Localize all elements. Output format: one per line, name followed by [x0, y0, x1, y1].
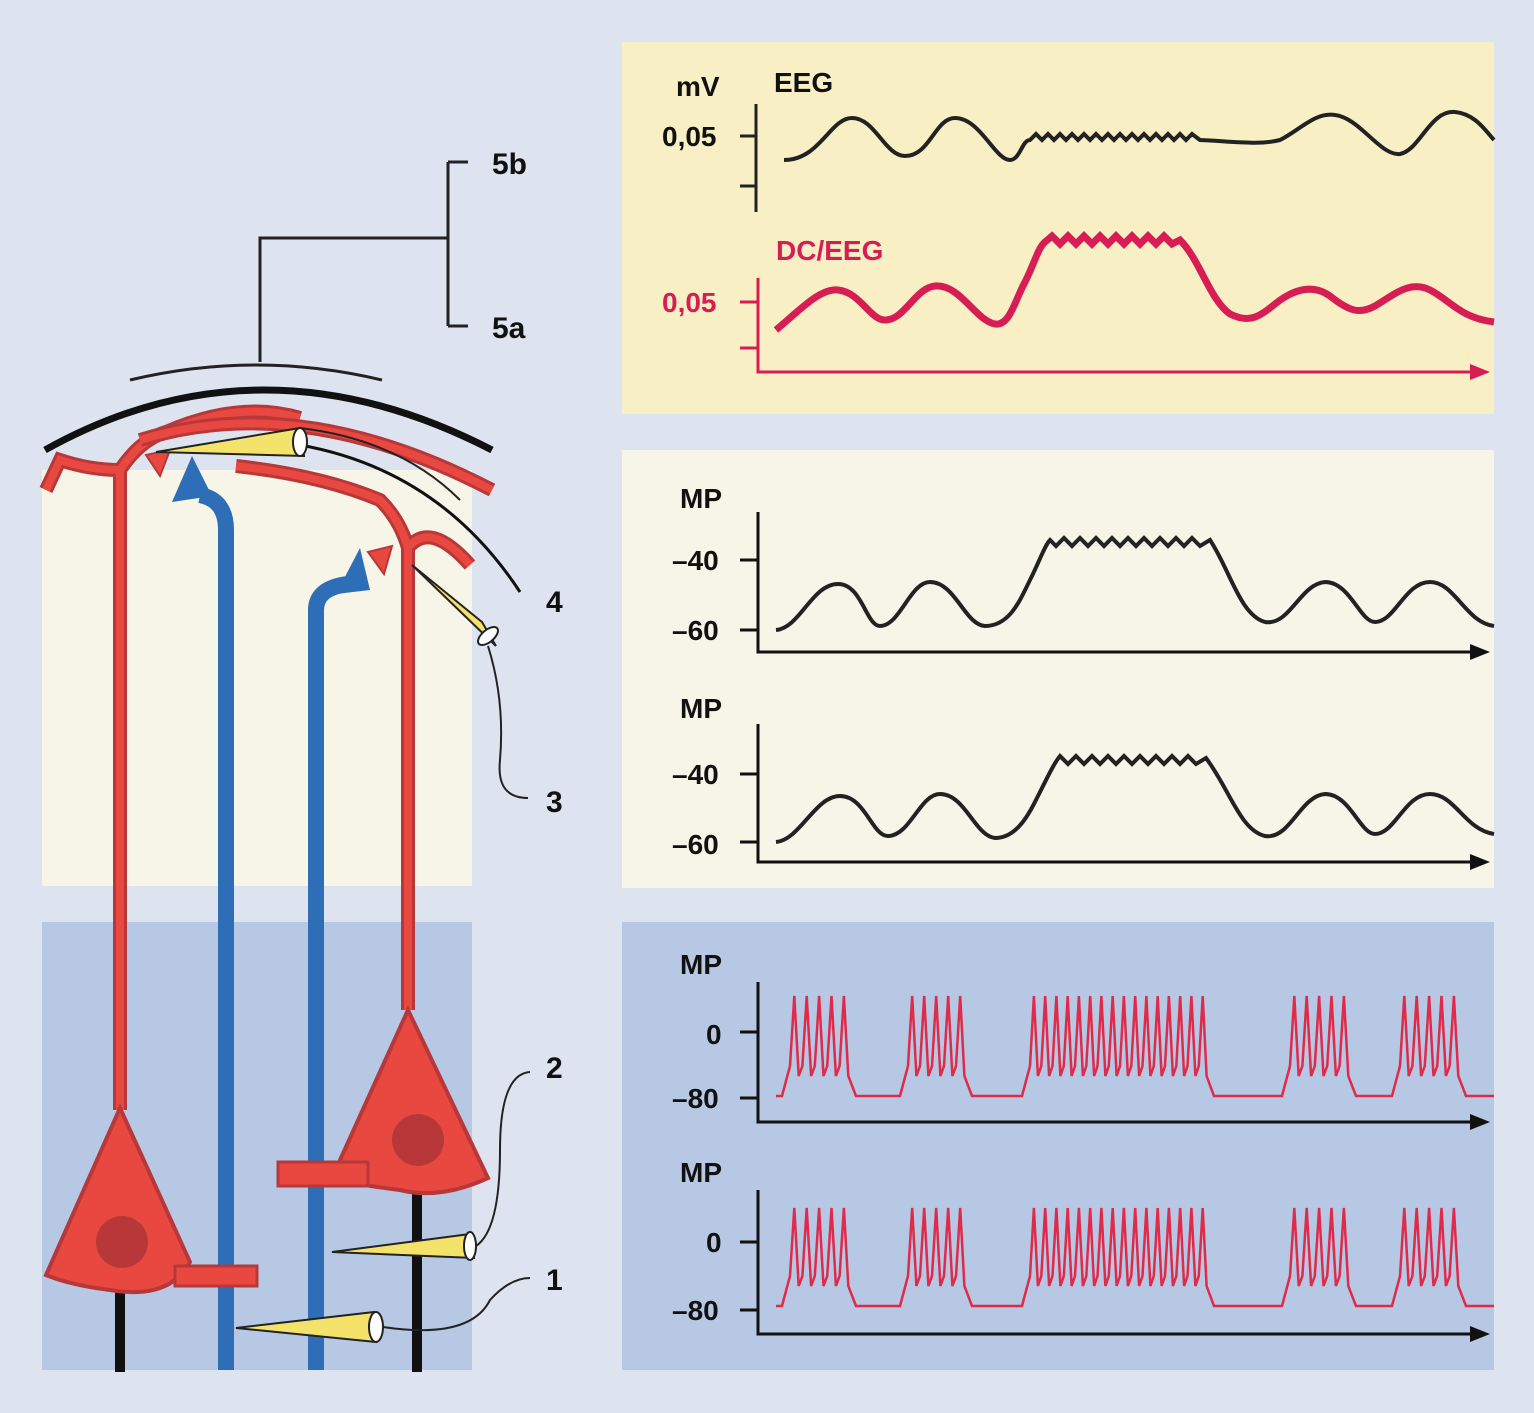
- eeg-axis: [740, 104, 758, 212]
- mp2-trace: [775, 753, 1495, 844]
- label-5a: 5a: [492, 312, 526, 345]
- mp2-tick-lower: –60: [672, 829, 719, 860]
- mp1-axis-arrow: [1470, 644, 1490, 660]
- mp1-title: MP: [680, 483, 722, 514]
- dc-eeg-axis: [740, 278, 1486, 374]
- mp2-tick-upper: –40: [672, 759, 719, 790]
- mp1-trace: [775, 535, 1495, 632]
- afferent-fiber-right-tip: [336, 548, 370, 594]
- pia-arc: [299, 443, 522, 593]
- spike2-axis-arrow: [1470, 1326, 1490, 1342]
- electrode-2: [331, 1231, 477, 1261]
- label-3: 3: [546, 786, 563, 819]
- spike2-trace: [776, 1207, 1494, 1308]
- spike2-title: MP: [680, 1157, 722, 1188]
- mp1-tick-lower: –60: [672, 615, 719, 646]
- eeg-unit-label: mV: [676, 71, 720, 102]
- pyramidal-neuron-left: [39, 404, 496, 1295]
- spike1-title: MP: [680, 949, 722, 980]
- dc-eeg-trace: [773, 231, 1495, 333]
- eeg-panel: [622, 42, 1494, 414]
- electrode-4: [155, 426, 308, 458]
- spike1-trace: [776, 995, 1494, 1098]
- spike1-tick-upper: 0: [706, 1019, 722, 1050]
- label-2: 2: [546, 1052, 563, 1085]
- afferent-fiber-left-tip: [172, 456, 212, 502]
- electrode-4-wire: [299, 427, 461, 501]
- spike1-axis: [740, 982, 1486, 1124]
- mp-panel: [622, 450, 1494, 888]
- scalp-arc: [129, 363, 383, 382]
- spike-panel: [622, 922, 1494, 1370]
- eeg-tick-label: 0,05: [662, 121, 717, 152]
- dc-eeg-axis-arrow: [1470, 364, 1490, 380]
- spike2-tick-upper: 0: [706, 1227, 722, 1258]
- electrode-3-wire: [487, 645, 529, 799]
- skull-arc: [43, 386, 494, 454]
- electrode-2-wire: [475, 1071, 531, 1247]
- spike1-axis-arrow: [1470, 1114, 1490, 1130]
- electrode-3: [411, 564, 499, 647]
- eeg-title: EEG: [774, 67, 833, 98]
- eeg-trace: [783, 110, 1496, 163]
- electrode-5-bracket: [258, 160, 468, 362]
- spike2-tick-lower: –80: [672, 1295, 719, 1326]
- spike1-tick-lower: –80: [672, 1083, 719, 1114]
- label-4: 4: [546, 586, 563, 619]
- synapse-right: [366, 544, 394, 577]
- mp2-axis-arrow: [1470, 854, 1490, 870]
- mp1-tick-upper: –40: [672, 545, 719, 576]
- label-1: 1: [546, 1264, 563, 1297]
- mp2-axis: [740, 724, 1486, 864]
- dc-eeg-tick-label: 0,05: [662, 287, 717, 318]
- mp2-title: MP: [680, 693, 722, 724]
- label-5b: 5b: [492, 148, 527, 181]
- electrode-1-wire: [382, 1277, 531, 1332]
- mp1-axis: [740, 512, 1486, 654]
- dc-eeg-title: DC/EEG: [776, 235, 883, 266]
- spike2-axis: [740, 1190, 1486, 1336]
- pyramidal-neuron-right: [235, 459, 491, 1196]
